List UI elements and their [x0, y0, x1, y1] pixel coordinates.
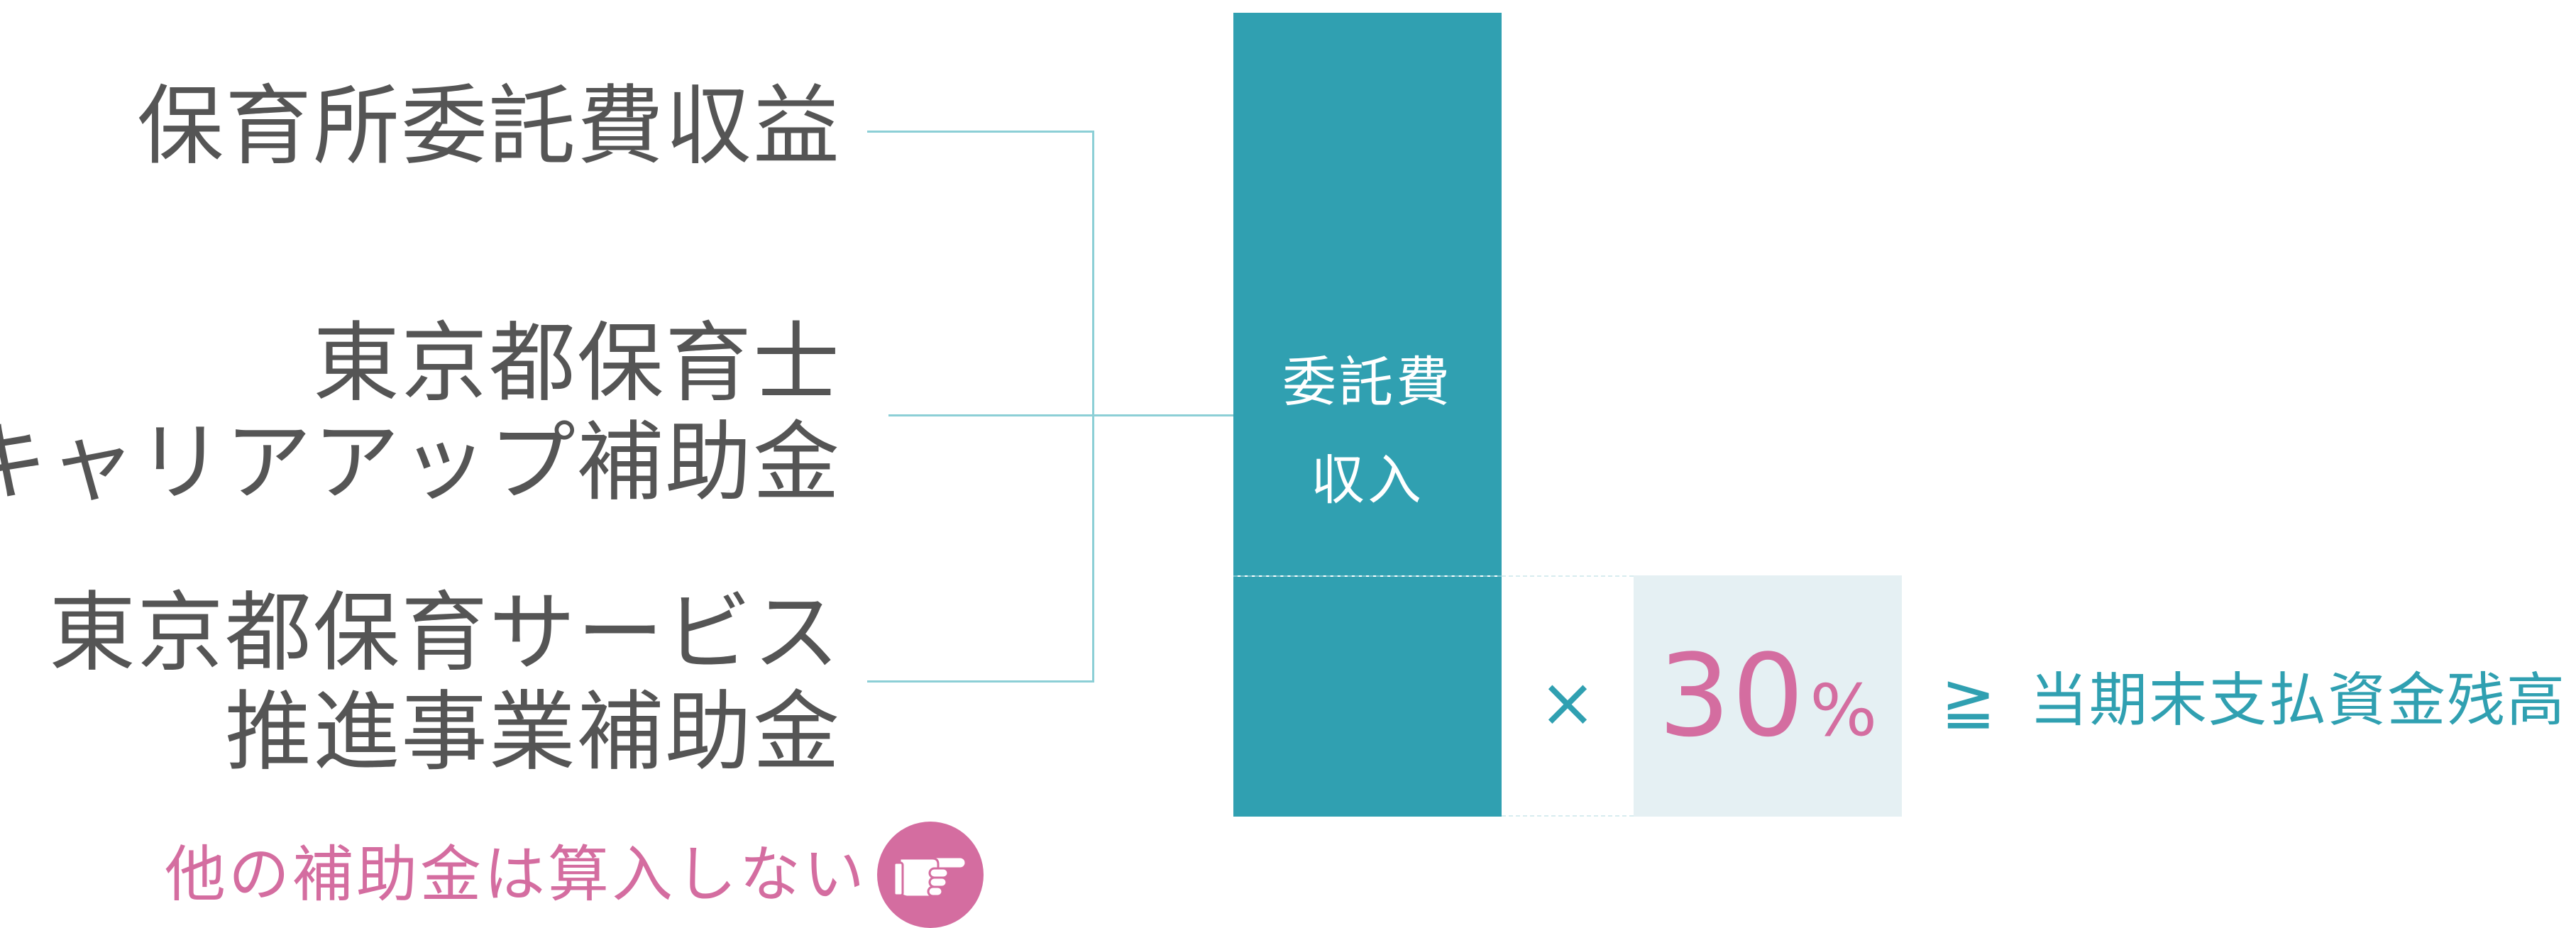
commission-income-label-line-1: 委託費: [1282, 350, 1453, 414]
percent-sign: %: [1810, 669, 1878, 752]
pointing-hand-glyph: [893, 856, 967, 898]
commission-income-label-line-2: 収入: [1311, 448, 1424, 512]
commission-income-bar-upper: [1233, 13, 1502, 575]
source-label-line: 保育所委託費収益: [137, 76, 841, 177]
percent-number: 30: [1658, 629, 1806, 762]
bar-divider: [1233, 575, 1502, 577]
commission-income-bar-lower: [1233, 577, 1502, 817]
commission-income-label: 委託費 収入: [1233, 333, 1502, 529]
exclusion-note: 他の補助金は算入しない: [165, 839, 867, 910]
multiply-cell: [1502, 575, 1634, 817]
source-label-line-2: 推進事業補助金: [225, 682, 841, 783]
percent-value: 30%: [1634, 632, 1902, 795]
source-label-line-2: キャリアアップ補助金: [0, 412, 841, 513]
connector-line-bottom: [867, 680, 1094, 683]
source-label-line-1: 東京都保育士: [313, 313, 841, 414]
greater-equal-sign: ≧: [1941, 663, 1996, 739]
source-label-nursery-fee-revenue: 保育所委託費収益: [137, 77, 841, 176]
period-end-fund-balance-label: 当期末支払資金残高: [2030, 667, 2567, 734]
pointing-hand-icon: [877, 822, 984, 928]
multiply-sign: ×: [1539, 663, 1597, 742]
source-label-career-up-subsidy: 東京都保育士 キャリアアップ補助金: [0, 314, 841, 512]
percent-box: [1634, 575, 1902, 817]
source-label-line-1: 東京都保育サービス: [49, 582, 841, 683]
source-label-service-promotion-subsidy: 東京都保育サービス 推進事業補助金: [49, 583, 841, 782]
connector-line-middle: [888, 414, 1233, 416]
connector-line-top: [867, 131, 1094, 133]
connector-line-vertical: [1092, 131, 1094, 683]
